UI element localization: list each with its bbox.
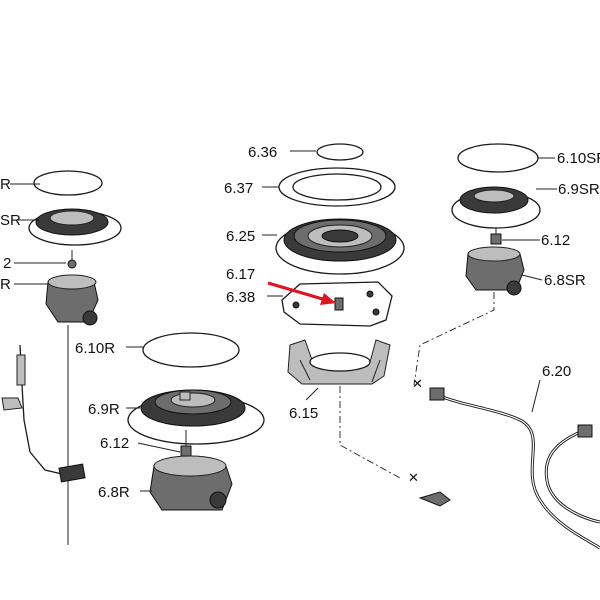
label-6-8r: 6.8R <box>98 484 130 501</box>
left-thermocouple-connector <box>58 463 86 483</box>
left-injector <box>67 259 77 269</box>
injector-6-12-mid <box>180 445 192 457</box>
burner-cap-6-10sr <box>457 143 539 173</box>
pointer-arrow <box>267 281 336 305</box>
left-burner-cap <box>33 170 103 196</box>
left-thermocouple-probe <box>16 354 26 386</box>
label-6-10r: 6.10R <box>75 340 115 357</box>
label-6-12-mid: 6.12 <box>100 435 129 452</box>
label-left-r2: R <box>0 276 11 293</box>
left-burner-crown-top <box>49 210 95 226</box>
left-thermocouple-wire <box>19 344 63 475</box>
label-6-25: 6.25 <box>226 228 255 245</box>
svg-text:✕: ✕ <box>412 376 423 391</box>
label-left-sr: SR <box>0 212 21 229</box>
label-6-8sr: 6.8SR <box>544 272 586 289</box>
part-labels: 6.36 6.37 6.25 6.17 6.38 6.15 6.10R 6.9R… <box>0 144 600 501</box>
svg-text:✕: ✕ <box>408 470 419 485</box>
injector-6-17 <box>334 297 344 311</box>
label-6-17: 6.17 <box>226 266 255 283</box>
burner-assembly-r <box>126 332 265 511</box>
burner-assembly-sr <box>413 143 557 386</box>
burner-cap-6-36 <box>316 143 364 161</box>
injector-6-12-right <box>490 233 502 245</box>
gas-routing-line <box>339 386 401 479</box>
gas-pipe-6-20: ✕ ✕ <box>408 376 600 550</box>
left-burner-assembly <box>1 170 122 545</box>
label-left-2: 2 <box>3 255 11 272</box>
pipe-fitting-left <box>429 387 445 401</box>
burner-assembly-center <box>262 143 405 479</box>
label-6-10sr: 6.10SR <box>557 150 600 167</box>
label-6-36: 6.36 <box>248 144 277 161</box>
label-6-9r: 6.9R <box>88 401 120 418</box>
label-6-20: 6.20 <box>542 363 571 380</box>
label-6-37: 6.37 <box>224 180 253 197</box>
label-6-9sr: 6.9SR <box>558 181 600 198</box>
label-left-r1: R <box>0 176 11 193</box>
label-6-38: 6.38 <box>226 289 255 306</box>
label-6-12-right: 6.12 <box>541 232 570 249</box>
pipe-fitting-right <box>577 424 593 438</box>
label-6-15: 6.15 <box>289 405 318 422</box>
burner-cap-6-10r <box>142 332 240 368</box>
